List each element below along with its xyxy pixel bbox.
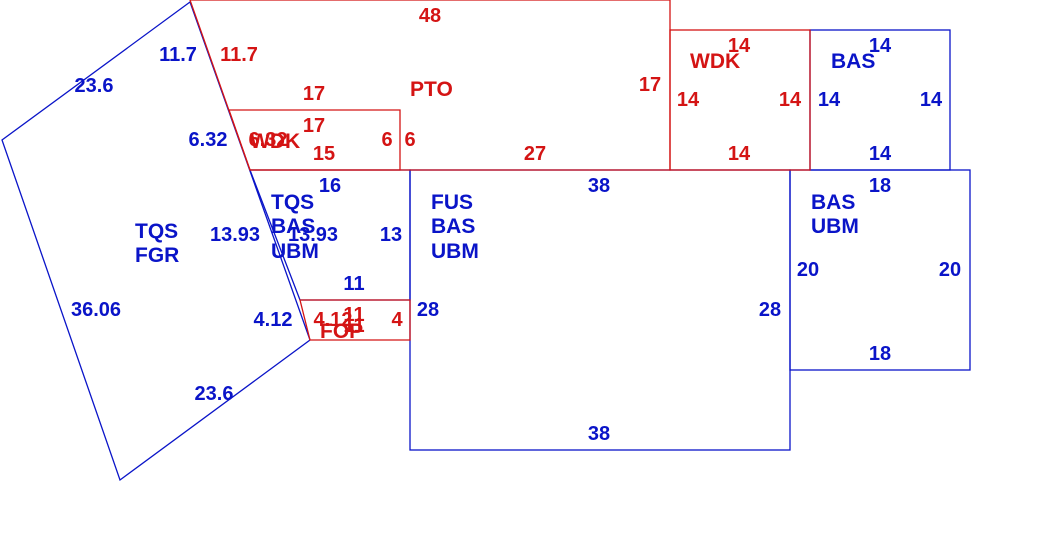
pto-dim-top: 48 xyxy=(419,5,441,27)
fop-name: FOP xyxy=(320,320,363,343)
left-dim-left-long: 36.06 xyxy=(71,299,121,321)
wdk-small-dim-top: 17 xyxy=(303,115,325,137)
wdk-small-name: WDK xyxy=(250,130,300,153)
bas-top-dim-left: 14 xyxy=(818,89,841,111)
front-name-line-2: BAS xyxy=(271,215,315,238)
fus-dim-bottom: 38 xyxy=(588,423,610,445)
fus-name-line-2: BAS xyxy=(431,215,475,238)
pto-dim-left: 11.7 xyxy=(220,44,258,66)
wdk-small-dim-right: 6 xyxy=(381,129,392,151)
red-outlines xyxy=(189,0,811,341)
strip-dim: 27 xyxy=(524,143,546,165)
bas-top-dim-top: 14 xyxy=(869,35,892,57)
wdk-top-dim-top: 14 xyxy=(728,35,751,57)
fus-dim-left: 28 xyxy=(417,299,439,321)
pto-dim-inner: 17 xyxy=(303,83,325,105)
front-dim-right: 13 xyxy=(380,224,402,246)
wdk-small-outline xyxy=(228,109,401,171)
fop-dim-left: 4.12 xyxy=(314,309,353,331)
left-dim-right-middle: 13.93 xyxy=(210,224,260,246)
front-name-line-1: TQS xyxy=(271,191,314,214)
pto-dim-right: 17 xyxy=(639,74,661,96)
wdk-top-dim-bottom: 14 xyxy=(728,143,751,165)
fus-name-line-3: UBM xyxy=(431,240,479,263)
fop-section-outline xyxy=(299,299,411,341)
wdk-top-dim-left: 14 xyxy=(677,89,700,111)
left-dim-upper-left: 23.6 xyxy=(75,75,114,97)
wdk-top-name: WDK xyxy=(690,50,740,73)
fop-dim-top: 11 xyxy=(343,304,364,326)
fus-dim-top: 38 xyxy=(588,175,610,197)
wdk-top-dim-right: 14 xyxy=(779,89,802,111)
bas-top-name: BAS xyxy=(831,50,875,73)
pto-name: PTO xyxy=(410,78,453,101)
fus-dim-right: 28 xyxy=(759,299,781,321)
left-dim-top: 11.7 xyxy=(159,44,197,66)
left-dim-right-upper: 6.32 xyxy=(189,129,228,151)
front-dim-left: 13.93 xyxy=(288,224,338,246)
left-name-line-2: FGR xyxy=(135,244,179,267)
front-dim-top: 16 xyxy=(319,175,341,197)
left-dim-right-lower: 4.12 xyxy=(254,309,293,331)
front-name-line-3: UBM xyxy=(271,240,319,263)
wdk-small-dim-outer: 6 xyxy=(404,129,415,151)
fop-dim-bottom: 11 xyxy=(343,315,364,337)
fop-dim-right: 4 xyxy=(391,309,403,331)
bas-top-dim-right: 14 xyxy=(920,89,943,111)
front-dim-bottom: 11 xyxy=(343,273,364,295)
bas-right-outline xyxy=(789,169,971,371)
bas-right-dim-right: 20 xyxy=(939,259,961,281)
wdk-small-dim-left: 6.32 xyxy=(249,129,288,151)
fus-name-line-1: FUS xyxy=(431,191,473,214)
bas-right-dim-top: 18 xyxy=(869,175,891,197)
left-dim-bottom: 23.6 xyxy=(195,383,234,405)
bas-right-name-line-1: BAS xyxy=(811,191,855,214)
bas-top-dim-bottom: 14 xyxy=(869,143,892,165)
wdk-top-outline xyxy=(669,29,811,171)
bas-right-name-line-2: UBM xyxy=(811,215,859,238)
wdk-small-dim-bottom: 15 xyxy=(313,143,335,165)
bas-right-dim-bottom: 18 xyxy=(869,343,891,365)
left-name-line-1: TQS xyxy=(135,220,178,243)
left-section-outline xyxy=(1,0,311,482)
bas-right-dim-left: 20 xyxy=(797,259,819,281)
